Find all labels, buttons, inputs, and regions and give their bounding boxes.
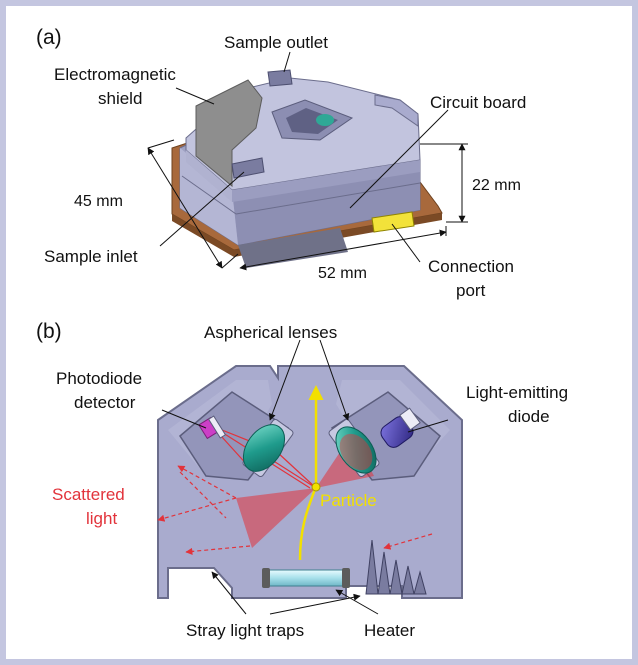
panel-a: (a) xyxy=(36,26,526,300)
aspherical-lens-left xyxy=(242,418,294,478)
label-led-2: diode xyxy=(508,407,550,426)
light-emitting-diode xyxy=(380,407,421,448)
label-circuit-board: Circuit board xyxy=(430,93,526,112)
label-photodiode-1: Photodiode xyxy=(56,369,142,388)
dim-width: 52 mm xyxy=(318,265,367,282)
label-led-1: Light-emitting xyxy=(466,383,568,402)
label-aspherical-lenses: Aspherical lenses xyxy=(204,323,337,342)
sample-outlet-slot xyxy=(267,69,293,87)
dimension-lines xyxy=(147,139,468,271)
panel-a-tag: (a) xyxy=(36,26,62,49)
label-sample-outlet: Sample outlet xyxy=(224,33,328,52)
panel-b-tag: (b) xyxy=(36,320,62,343)
sample-inlet-slot xyxy=(231,157,265,179)
label-connection-port-1: Connection xyxy=(428,257,514,276)
particle xyxy=(311,482,321,492)
label-scattered-2: light xyxy=(86,509,117,528)
label-stray-light-traps: Stray light traps xyxy=(186,621,304,640)
label-photodiode-2: detector xyxy=(74,393,136,412)
label-sample-inlet: Sample inlet xyxy=(44,247,138,266)
connection-port-part xyxy=(371,211,415,233)
label-heater: Heater xyxy=(364,621,415,640)
lens-visible xyxy=(316,114,334,126)
stray-scatter-rays xyxy=(157,465,433,555)
stray-light-traps xyxy=(365,539,427,595)
heater xyxy=(262,568,350,588)
label-connection-port-2: port xyxy=(456,281,486,300)
label-em-shield-2: shield xyxy=(98,89,142,108)
label-scattered-1: Scattered xyxy=(52,485,125,504)
dim-depth: 45 mm xyxy=(74,193,123,210)
label-particle: Particle xyxy=(320,491,377,510)
photodiode-detector xyxy=(198,415,227,440)
dim-height: 22 mm xyxy=(472,177,521,194)
aspherical-lens-right xyxy=(328,418,380,478)
panel-b: (b) xyxy=(36,320,568,640)
label-em-shield-1: Electromagnetic xyxy=(54,65,176,84)
